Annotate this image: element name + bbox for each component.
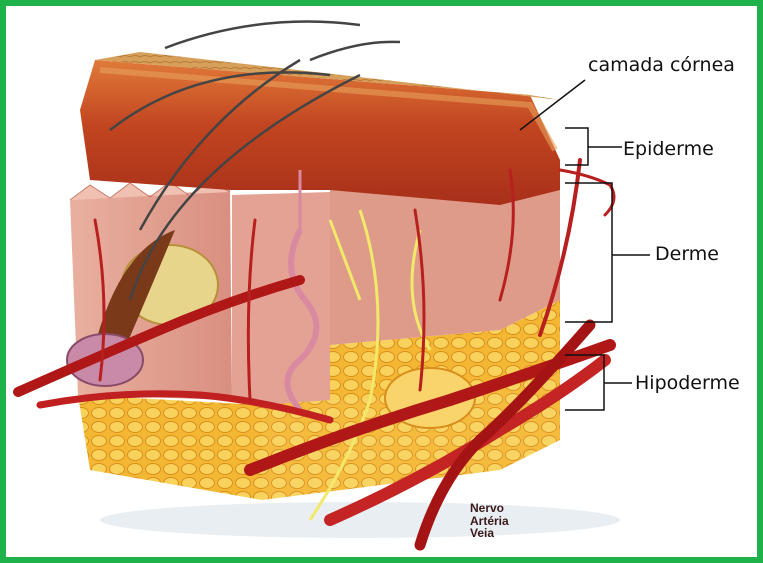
label-hypodermis: Hipoderme <box>635 374 740 393</box>
vessel-labels: Nervo Artéria Veia <box>470 502 509 540</box>
skin-cross-section-illustration <box>6 6 757 557</box>
label-vein: Veia <box>470 527 509 540</box>
label-stratum-corneum: camada córnea <box>588 56 735 75</box>
label-nerve: Nervo <box>470 502 509 515</box>
label-dermis: Derme <box>655 245 719 264</box>
label-epidermis: Epiderme <box>623 140 714 159</box>
